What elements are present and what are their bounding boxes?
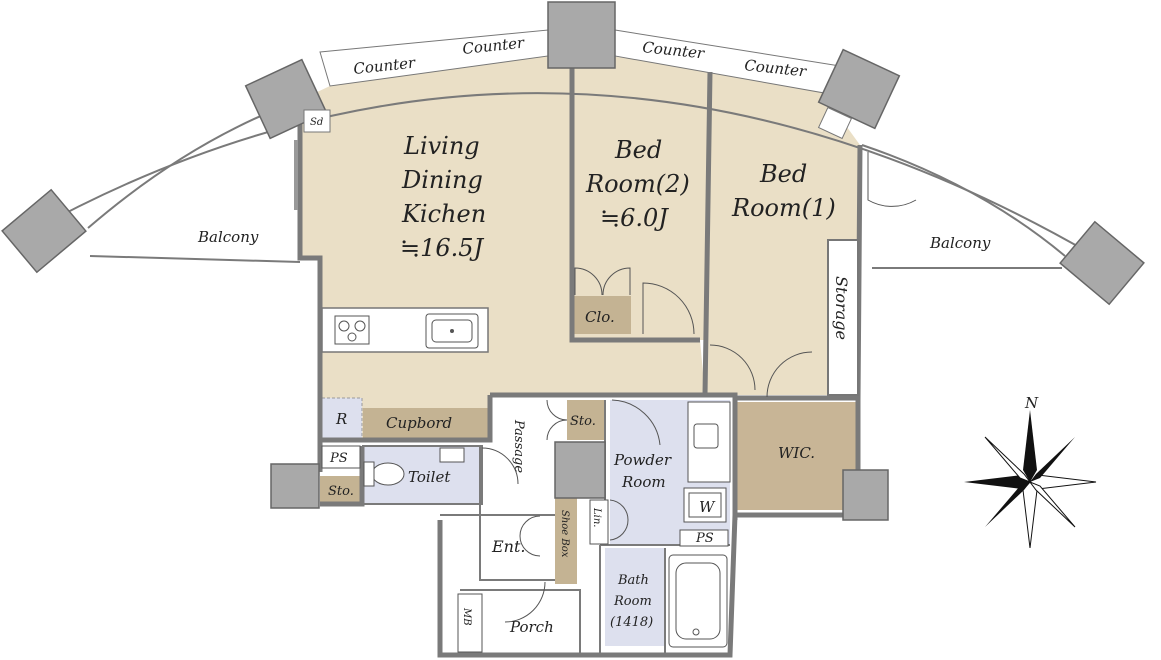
linen-box [589,499,609,545]
wall-bed2-left [569,62,700,343]
toilet-label: Toilet [408,468,451,486]
bath-label-3: (1418) [610,615,653,630]
powder-label-2: Room [621,473,666,491]
porch-label: Porch [509,618,554,636]
mb-box [457,593,483,653]
bed2-size: ≒6.0J [600,204,669,232]
pillar-right-end [1059,220,1145,306]
bath-label-1: Bath [617,573,649,588]
bed1-label-1: Bed [759,160,807,188]
washer-label: W [699,498,716,516]
storage-area [827,239,859,396]
ldk-label-2: Dining [401,166,483,194]
compass-north-label: N [1024,394,1039,412]
washer-icon [683,487,727,523]
wall-ent [440,514,555,581]
powder-label-1: Powder [613,451,672,469]
pillar-top-center [547,1,616,69]
linen-label: Lin. [591,507,602,527]
bed1-floor [705,72,860,395]
balcony-left-label: Balcony [197,228,259,246]
refrigerator-label: R [335,410,347,428]
bathtub-icon [668,554,728,648]
bed1-label-2: Room(1) [731,194,836,222]
kitchen-counter [321,307,489,353]
stove-icon [334,315,370,345]
wic-label: WIC. [778,444,815,462]
ps-bottom-label: PS [695,531,714,546]
closet-floor [573,296,631,334]
cupboard-floor [363,408,488,438]
shoebox-label: Shoe Box [559,510,570,558]
bed2-label-2: Room(2) [585,170,690,198]
wall-toilet [362,445,483,505]
mb-label: MB [461,607,472,626]
pillar-top-right [817,48,901,130]
wall-porch [460,589,581,655]
compass-icon [964,410,1097,549]
pillar-bottom-left [270,463,320,509]
bed2-floor [572,56,710,340]
pillar-bottom-right [842,469,889,521]
cupboard-label: Cupbord [386,414,452,432]
balcony-left-edge [89,255,301,263]
wall-core [320,392,738,520]
storage-label: Storage [832,276,851,340]
ldk-label-1: Living [403,132,480,160]
ps-top-label: PS [329,451,348,466]
sto-center-floor [567,400,605,440]
sd-box [303,109,331,133]
balcony-right-label: Balcony [929,234,991,252]
entrance-label: Ent. [491,537,526,556]
bath-floor [605,548,665,646]
pillar-left-end [1,188,87,274]
sto-left-floor [320,476,362,504]
ps-box-top [321,445,361,469]
refrigerator-area [321,397,363,439]
closet-label: Clo. [585,308,615,326]
sto-left-label: Sto. [328,484,354,499]
pillar-core [554,441,606,499]
sd-label: Sd [310,117,323,128]
passage-label: Passage [511,419,526,473]
ps-box-bottom [679,529,729,547]
ldk-size: ≒16.5J [400,234,485,262]
sto-center-label: Sto. [570,414,596,429]
wic-floor [735,402,858,510]
toilet-icon [363,447,465,487]
balcony-inner-rail-right [861,144,1066,257]
ldk-label-3: Kichen [401,200,486,228]
shoebox-floor [555,498,577,584]
bed2-label-1: Bed [614,136,662,164]
sink-icon [425,313,479,349]
balcony-outer-rail [29,92,1106,263]
doors [481,152,917,623]
sd-box-right [817,106,853,140]
bath-label-2: Room [613,594,652,609]
vanity-sink-icon [687,401,731,483]
